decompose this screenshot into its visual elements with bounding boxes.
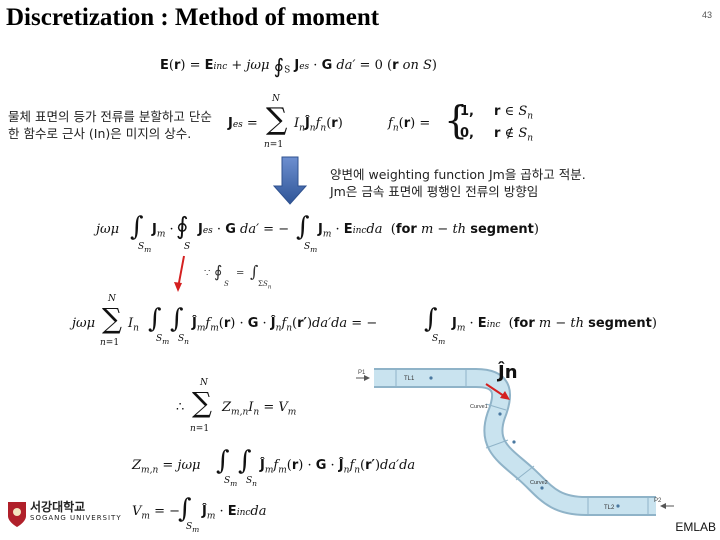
equation-voltage: Vm = − ∫ Sm Ĵm · Eincda	[132, 494, 267, 534]
note-weighting-function: 양변에 weighting function Jm을 곱하고 적분. Jm은 금…	[330, 166, 600, 200]
lab-label: EMLAB	[675, 520, 716, 534]
tl1-label: TL1	[404, 376, 415, 382]
university-name-kr: 서강대학교	[30, 500, 86, 514]
slide-title: Discretization : Method of moment	[6, 4, 380, 31]
equation-weighted-integral: jωμ ∫ Sm Jm · ∮ S Jes · G da′ = − ∫ Sm J…	[96, 212, 539, 254]
curve1-label: Curve1	[470, 404, 488, 410]
equation-pulse-basis: fn(r) = { 1, 0, r ∈ Sn r ∉ Sn	[388, 98, 534, 144]
equation-surface-sum: ∵ ∮ S = ∫ ΣSn	[204, 262, 272, 291]
curved-strip-diagram: P1 P2 TL1 TL2 Curve1 Curve2	[356, 368, 674, 516]
port1-label: P1	[358, 370, 366, 376]
equation-current-expansion: Jes = N ∑ n=1 InĴnfn(r)	[228, 94, 343, 150]
unit-vector-label: Ĵn	[498, 362, 518, 383]
university-name-en: SOGANG UNIVERSITY	[30, 514, 122, 522]
equation-impedance: Zm,n = jωμ ∫ Sm ∫ Sn Ĵmfm(r) · G · Ĵnfn(…	[132, 446, 416, 488]
university-emblem-icon	[8, 502, 26, 527]
equation-total-field: E(r) = Einc + jωμ ∮S Jes · G da′ = 0 (r …	[160, 54, 437, 78]
page-number: 43	[701, 10, 712, 20]
equation-matrix-form: ∴ N ∑ n=1 Zm,nIn = Vm	[176, 378, 297, 434]
university-logo: 서강대학교 SOGANG UNIVERSITY	[30, 500, 122, 522]
port2-label: P2	[654, 498, 662, 504]
note-current-approximation: 물체 표면의 등가 전류를 분할하고 단순한 함수로 근사 (In)은 미지의 …	[8, 109, 212, 141]
note-weighting-line1: 양변에 weighting function Jm을 곱하고 적분.	[330, 167, 586, 182]
unit-vector-text: Ĵn	[498, 362, 518, 383]
equation-moment-system: jωμ N ∑ n=1 In ∫ Sm ∫ Sn Ĵmfm(r) · G · Ĵ…	[72, 294, 657, 348]
curve2-label: Curve2	[530, 480, 548, 486]
tl2-label: TL2	[604, 505, 615, 511]
down-arrow-icon	[272, 156, 308, 205]
red-direction-arrow-icon	[174, 255, 185, 292]
note-weighting-line2: Jm은 금속 표면에 평행인 전류의 방향임	[330, 184, 539, 199]
